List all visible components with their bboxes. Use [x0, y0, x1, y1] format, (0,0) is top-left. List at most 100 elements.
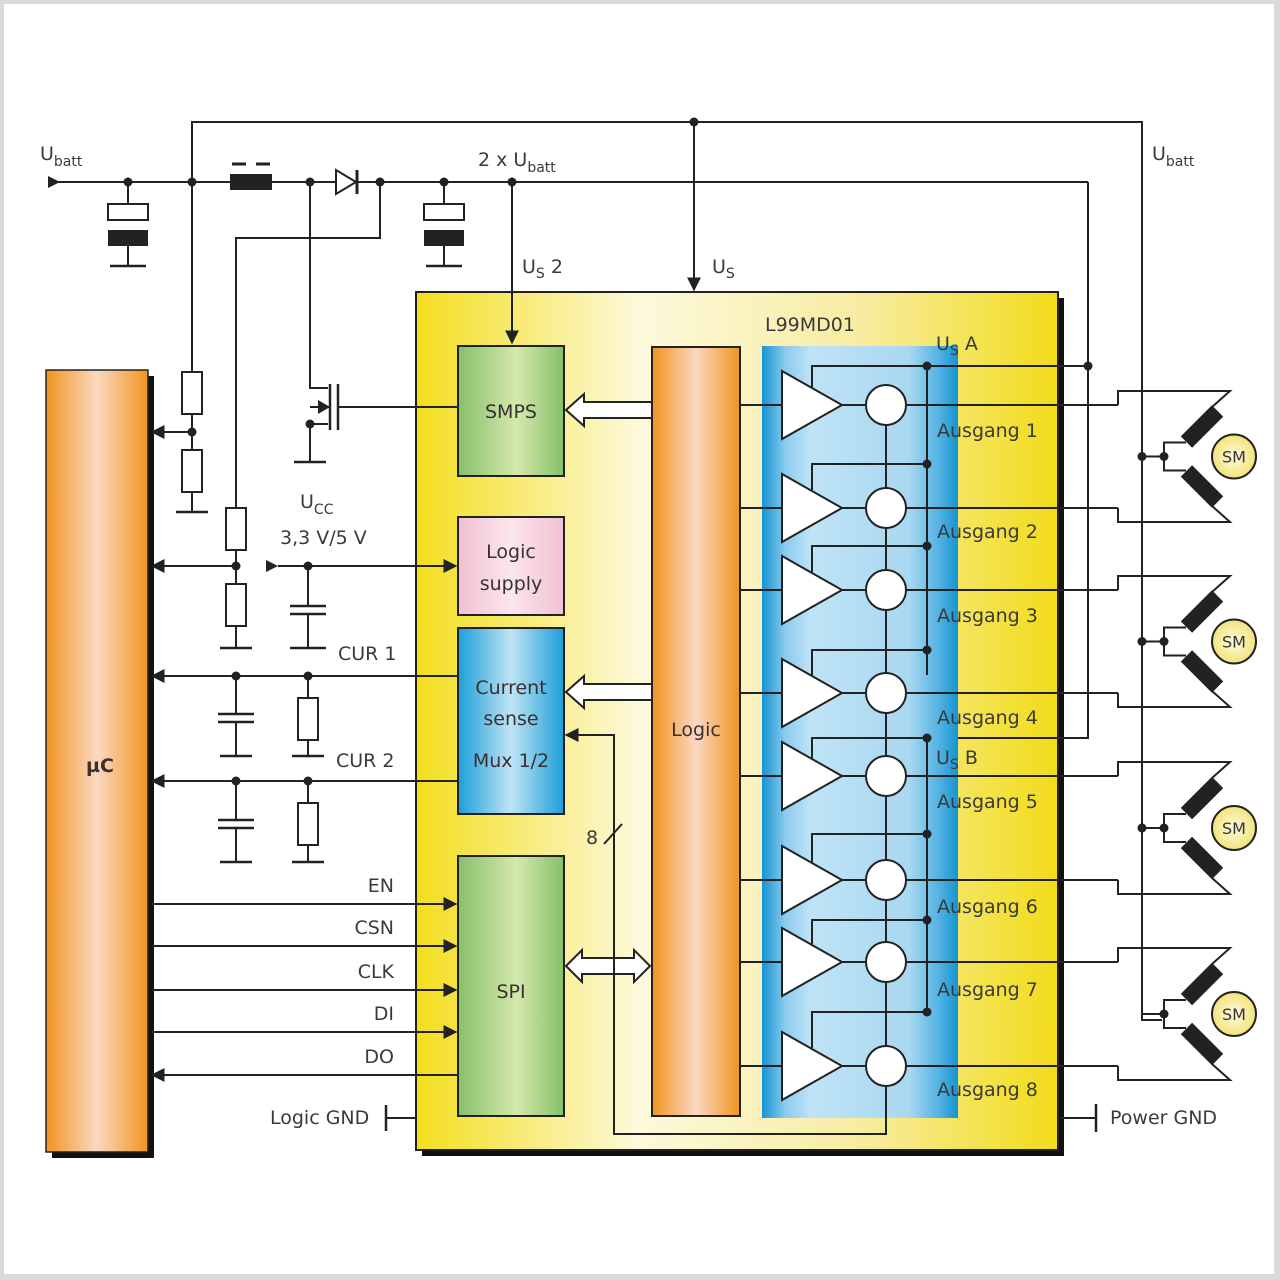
us-b-label: US B	[936, 747, 978, 773]
low-side-switch-icon	[865, 859, 907, 901]
us2-label: US 2	[522, 256, 563, 282]
output-label-6: Ausgang 6	[937, 896, 1038, 918]
coil-icon	[1180, 650, 1224, 693]
coil-icon	[1180, 405, 1224, 448]
logic-supply-label-1: Logic	[486, 541, 536, 563]
driver-stage-4	[740, 645, 1118, 729]
inductor-icon	[230, 174, 272, 190]
sense-feedback-bus	[564, 728, 887, 1135]
amplifier-icon	[781, 554, 845, 626]
cur1-label: CUR 1	[338, 643, 397, 665]
low-side-switch-icon	[865, 755, 907, 797]
output-label-8: Ausgang 8	[937, 1079, 1038, 1101]
spi-label: SPI	[496, 981, 525, 1003]
coil-icon	[1180, 1022, 1224, 1066]
ubatt-top-loop	[191, 121, 1162, 1021]
low-side-switch-icon	[865, 487, 907, 529]
cur2-filter	[218, 781, 324, 864]
junction-dot	[922, 361, 932, 371]
junction-dot	[922, 459, 932, 469]
ubatt-label-right: Ubatt	[1152, 143, 1195, 170]
junction-dot	[689, 117, 699, 127]
junction-dot	[922, 829, 932, 839]
junction-dot	[1083, 361, 1093, 371]
block-diagram: L99MD01 µC Ubatt Ubatt US 2 x Ubatt US 2	[40, 117, 1257, 1158]
junction-dot	[922, 541, 932, 551]
junction-dot	[231, 776, 241, 786]
junction-dot	[231, 671, 241, 681]
low-side-switch-icon	[865, 1045, 907, 1087]
junction-dot	[922, 645, 932, 655]
junction-dot	[507, 177, 517, 187]
junction-dot	[303, 776, 313, 786]
junction-dot	[303, 561, 313, 571]
cur2-label: CUR 2	[336, 750, 395, 772]
feedback-line	[235, 182, 381, 508]
power-gnd-label: Power GND	[1110, 1107, 1217, 1129]
current-sense-label-3: Mux 1/2	[473, 750, 549, 772]
capacitor-2-icon	[423, 182, 465, 268]
spi-logic-bus-arrow	[564, 947, 652, 985]
stepper-motor-1: SM	[1117, 390, 1257, 523]
output-label-2: Ausgang 2	[937, 521, 1038, 543]
diagram-frame: L99MD01 µC Ubatt Ubatt US 2 x Ubatt US 2	[4, 4, 1274, 1274]
coil-icon	[1180, 465, 1224, 508]
junction-dot	[231, 561, 241, 571]
junction-dot	[922, 733, 932, 743]
low-side-switch-icon	[865, 941, 907, 983]
amplifier-icon	[781, 472, 845, 544]
stepper-motor-3: SM	[1117, 761, 1257, 895]
ucc-divider	[220, 507, 252, 650]
capacitor-1-icon	[107, 182, 149, 268]
motor-icon	[1211, 618, 1257, 665]
junction-dot	[123, 177, 133, 187]
motor-label: SM	[1222, 448, 1246, 467]
driver-stage-3	[740, 541, 1118, 626]
junction-dots	[123, 117, 699, 786]
driver-stage-8	[740, 1007, 1118, 1102]
junction-dot	[375, 177, 385, 187]
low-side-switch-icon	[865, 569, 907, 611]
current-sense-label-1: Current	[475, 677, 546, 699]
logic-supply-block	[457, 516, 565, 616]
driver-stage-5	[740, 733, 1118, 812]
ubatt-label-left: Ubatt	[40, 143, 83, 170]
stepper-motor-2: SM	[1117, 575, 1257, 708]
ucc-label: UCC	[300, 491, 334, 518]
voltage-divider	[176, 182, 208, 514]
ucc-voltage: 3,3 V/5 V	[280, 527, 367, 549]
bus-slash	[603, 823, 623, 845]
mosfet-drain-line	[309, 182, 328, 389]
ucc-capacitor-icon	[290, 566, 326, 650]
low-side-switch-icon	[865, 384, 907, 426]
junction-dot	[303, 671, 313, 681]
spi-label-en: EN	[368, 875, 394, 897]
amplifier-icon	[781, 740, 845, 812]
coil-icon	[1180, 590, 1224, 633]
junction-dot	[922, 915, 932, 925]
motor-icon	[1211, 991, 1257, 1037]
driver-stage-6	[740, 829, 1118, 916]
coil-icon	[1180, 836, 1224, 880]
logic-to-smps-arrow	[564, 391, 653, 429]
junction-dot	[305, 177, 315, 187]
junction-dot	[922, 1007, 932, 1017]
amplifier-icon	[781, 1030, 845, 1102]
spi-label-clk: CLK	[358, 961, 395, 983]
spi-label-do: DO	[364, 1046, 394, 1068]
amplifier-icon	[781, 369, 845, 441]
driver-stages	[740, 361, 1118, 1118]
smps-block	[457, 345, 565, 477]
motor-icon	[1211, 433, 1257, 480]
logic-block	[651, 346, 741, 1117]
logic-gnd-label: Logic GND	[270, 1107, 369, 1129]
diode-icon	[335, 168, 358, 196]
output-label-4: Ausgang 4	[937, 707, 1038, 729]
cur1-filter	[218, 676, 324, 758]
low-side-switch-icon	[865, 672, 907, 714]
junction-dot	[305, 419, 315, 429]
smps-label: SMPS	[485, 401, 537, 423]
uc-label: µC	[86, 755, 114, 777]
amplifier-icon	[781, 844, 845, 916]
